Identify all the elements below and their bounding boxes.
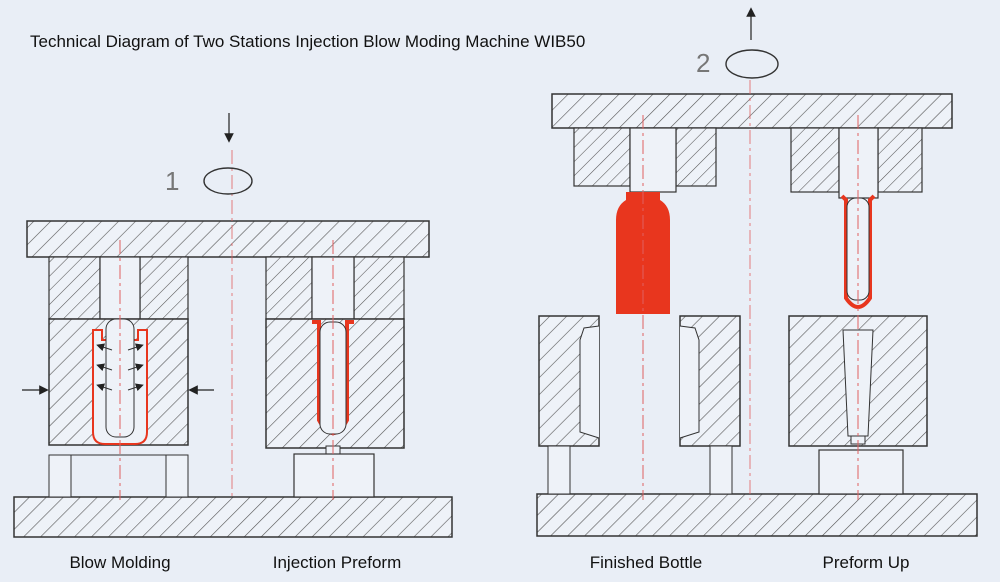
preform (840, 194, 876, 309)
right-base-plate (536, 493, 978, 537)
caption-preform-up: Preform Up (822, 553, 910, 572)
caption-blow-molding: Blow Molding (69, 553, 171, 572)
left-top-plate (26, 220, 430, 258)
caption-finished-bottle: Finished Bottle (589, 553, 703, 572)
left-base-plate (13, 496, 453, 538)
rotate-icon-1 (203, 167, 253, 195)
finished-bottle-station (538, 127, 741, 495)
diagram-title: Technical Diagram of Two Stations Inject… (30, 32, 586, 51)
injection-station (265, 256, 405, 498)
left-machine (13, 113, 453, 538)
rotate-icon-2 (725, 49, 779, 79)
step-number-2: 2 (696, 48, 711, 78)
caption-injection-preform: Injection Preform (272, 553, 402, 572)
right-machine (536, 7, 978, 537)
step-number-1: 1 (165, 166, 180, 196)
blow-station (22, 256, 214, 498)
right-top-plate (551, 93, 953, 129)
